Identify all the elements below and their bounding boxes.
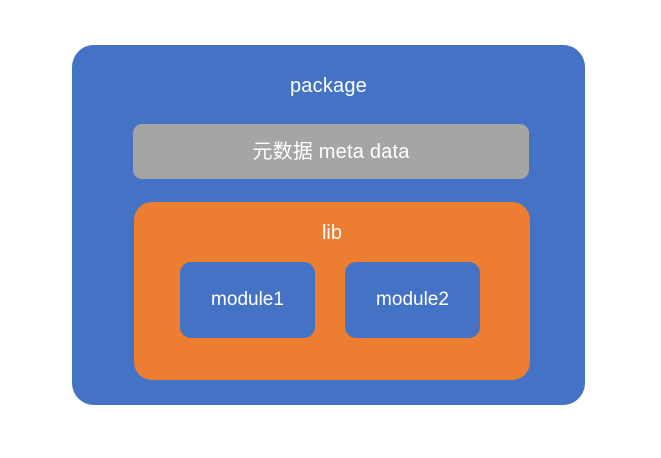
module-box-module2[interactable]: module2 xyxy=(345,262,480,338)
package-label: package xyxy=(289,75,367,97)
lib-container[interactable]: lib module1 module2 xyxy=(134,202,530,380)
module2-label: module2 xyxy=(376,289,449,310)
meta-data-container[interactable]: 元数据 meta data xyxy=(133,124,529,179)
module1-label: module1 xyxy=(211,289,284,310)
modules-row: module1 module2 xyxy=(134,262,530,338)
package-container[interactable]: package 元数据 meta data lib module1 module… xyxy=(72,45,585,405)
lib-label: lib xyxy=(321,222,342,244)
module-box-module1[interactable]: module1 xyxy=(180,262,315,338)
meta-data-label: 元数据 meta data xyxy=(252,140,410,163)
